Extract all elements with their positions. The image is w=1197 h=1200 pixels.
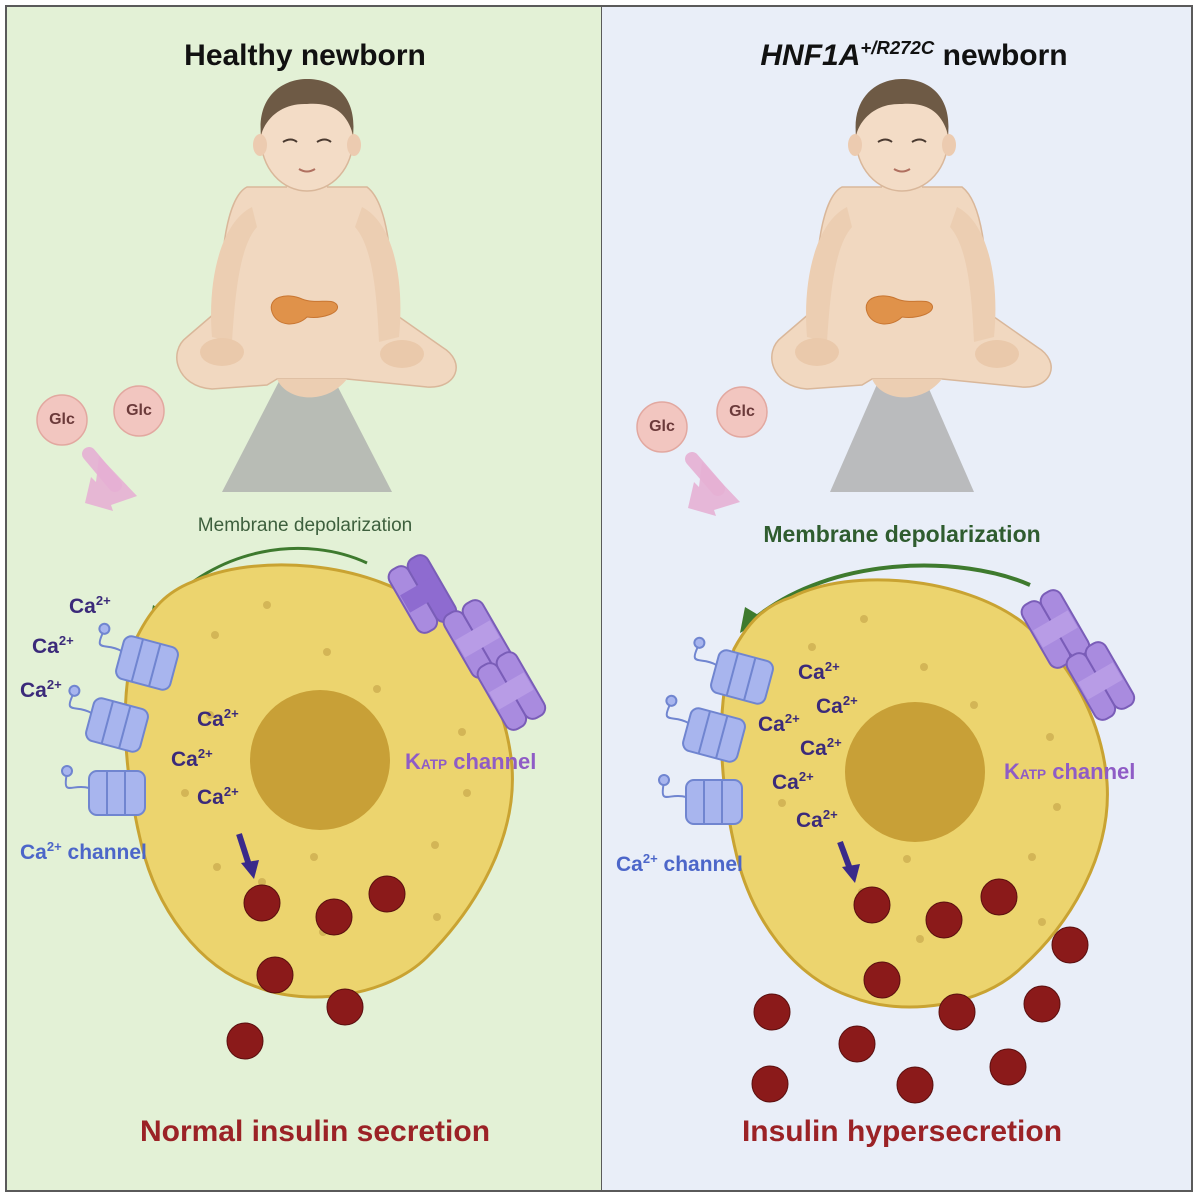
panel-hnf1a-newborn: HNF1A+/R272C newborn Glc Glc Membrane de…	[601, 5, 1193, 1192]
panel-title: HNF1A+/R272C newborn	[760, 37, 1068, 72]
calcium-ion-label: Ca2+	[798, 659, 840, 684]
secretion-arrow	[837, 840, 860, 883]
calcium-ion-label: Ca2+	[20, 677, 62, 702]
calcium-ion-label: Ca2+	[197, 784, 239, 809]
outcome-label: Insulin hypersecretion	[741, 1115, 1063, 1148]
calcium-channel-icon	[61, 622, 179, 816]
glucose-label: Glc	[649, 418, 675, 435]
membrane-depolarization-label: Membrane depolarization	[197, 515, 413, 536]
calcium-channel-label: Ca2+ channel	[616, 851, 743, 876]
pancreas-icon	[270, 295, 338, 325]
calcium-ion-label: Ca2+	[796, 807, 838, 832]
baby-icon	[176, 79, 457, 492]
outcome-label: Normal insulin secretion	[139, 1115, 491, 1148]
insulin-granule-icon	[226, 875, 406, 1060]
calcium-ion-label: Ca2+	[816, 693, 858, 718]
panel-hnf1a-art	[602, 7, 1191, 1190]
panel-title: Healthy newborn	[184, 39, 426, 72]
calcium-ion-label: Ca2+	[32, 633, 74, 658]
arrow-down-icon	[685, 452, 740, 516]
nucleus-icon	[845, 702, 985, 842]
calcium-ion-label: Ca2+	[758, 711, 800, 736]
katp-channel-label: KATP channel	[1004, 759, 1136, 784]
calcium-channel-icon	[658, 636, 774, 825]
glucose-icon	[36, 385, 165, 446]
arrow-down-icon	[82, 447, 137, 511]
pancreas-icon	[865, 295, 933, 325]
panel-healthy-newborn: Healthy newborn Glc Glc Membrane depolar…	[5, 5, 602, 1192]
glucose-icon	[636, 386, 768, 453]
secretion-arrow	[236, 833, 259, 879]
calcium-ion-label: Ca2+	[800, 735, 842, 760]
panel-healthy-art	[7, 7, 601, 1190]
nucleus-icon	[250, 690, 390, 830]
membrane-depolarization-label: Membrane depolarization	[763, 521, 1041, 547]
glucose-label: Glc	[729, 403, 755, 420]
calcium-ion-label: Ca2+	[197, 706, 239, 731]
glucose-label: Glc	[49, 411, 75, 428]
katp-channel-icon	[1020, 589, 1136, 721]
calcium-channel-label: Ca2+ channel	[20, 839, 147, 864]
katp-channel-icon	[387, 554, 547, 731]
calcium-ion-label: Ca2+	[171, 746, 213, 771]
baby-icon	[771, 79, 1052, 492]
calcium-ion-label: Ca2+	[772, 769, 814, 794]
katp-channel-label: KATP channel	[405, 749, 537, 774]
calcium-ion-label: Ca2+	[69, 593, 111, 618]
insulin-granule-icon	[751, 878, 1089, 1104]
glucose-label: Glc	[126, 402, 152, 419]
